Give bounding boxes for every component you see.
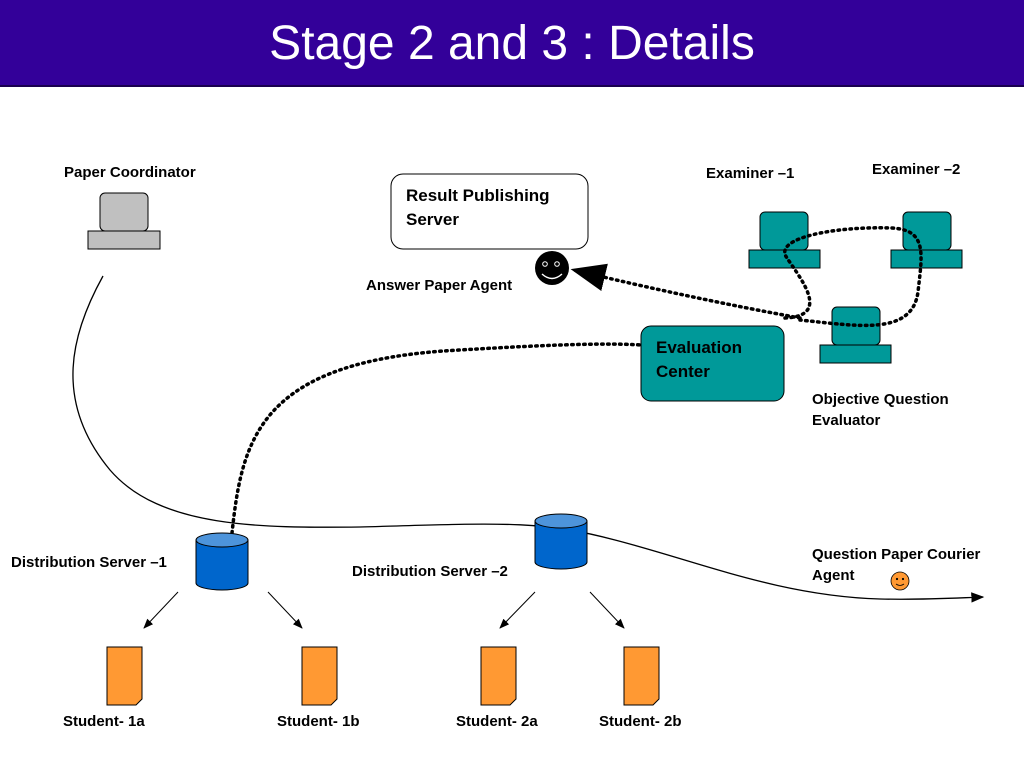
result-publishing-server-box <box>390 173 589 250</box>
arrow-server2-to-student-2b <box>589 591 625 629</box>
result-publishing-server-line1: Result Publishing <box>406 186 550 205</box>
student-1b-document-icon <box>301 646 338 706</box>
arrow-server1-to-student-1a <box>143 591 179 629</box>
evaluation-center-line1: Evaluation <box>656 338 742 357</box>
student-2a-document-icon <box>480 646 517 706</box>
courier-agent-smiley-icon <box>890 571 910 591</box>
examiner-2-computer-icon <box>890 211 963 269</box>
answer-paper-agent-label: Answer Paper Agent <box>366 277 513 294</box>
distribution-server-1-label: Distribution Server –1 <box>11 554 167 571</box>
student-1a-document-icon <box>106 646 143 706</box>
dotted-path-server1-to-evaluation <box>230 342 643 535</box>
courier-agent-path <box>72 275 985 603</box>
question-paper-courier-agent-label: Question Paper Courier Agent <box>812 544 980 586</box>
evaluation-center-line2: Center <box>656 362 710 381</box>
question-paper-courier-agent-line2: Agent <box>812 567 855 584</box>
examiner-dotted-loop <box>783 226 923 328</box>
evaluation-center-label: Evaluation Center <box>656 336 742 384</box>
slide-title: Stage 2 and 3 : Details <box>269 17 755 70</box>
paper-coordinator-computer-icon <box>87 192 161 250</box>
arrow-server1-to-student-1b <box>267 591 303 629</box>
student-2b-label: Student- 2b <box>599 713 682 730</box>
student-2b-document-icon <box>623 646 660 706</box>
distribution-server-1-database-icon <box>195 532 249 591</box>
student-1a-label: Student- 1a <box>63 713 145 730</box>
objective-evaluator-computer-icon <box>819 306 892 364</box>
objective-question-evaluator-line2: Evaluator <box>812 412 881 429</box>
question-paper-courier-agent-line1: Question Paper Courier <box>812 546 981 563</box>
answer-paper-agent-icon <box>535 251 569 285</box>
student-1b-label: Student- 1b <box>277 713 360 730</box>
student-2a-label: Student- 2a <box>456 713 538 730</box>
arrow-server2-to-student-2a <box>499 591 536 629</box>
objective-question-evaluator-line1: Objective Question <box>812 391 949 408</box>
dotted-arrow-to-answer-agent <box>570 263 802 320</box>
distribution-server-2-label: Distribution Server –2 <box>352 563 508 580</box>
evaluation-center-box <box>640 325 785 402</box>
slide-header: Stage 2 and 3 : Details <box>0 0 1024 87</box>
result-publishing-server-label: Result Publishing Server <box>406 184 550 232</box>
paper-coordinator-label: Paper Coordinator <box>64 164 196 181</box>
examiner-2-label: Examiner –2 <box>872 161 961 178</box>
examiner-1-label: Examiner –1 <box>706 165 795 182</box>
distribution-server-2-database-icon <box>534 513 588 570</box>
result-publishing-server-line2: Server <box>406 210 459 229</box>
objective-question-evaluator-label: Objective Question Evaluator <box>812 389 949 431</box>
examiner-1-computer-icon <box>748 211 821 269</box>
